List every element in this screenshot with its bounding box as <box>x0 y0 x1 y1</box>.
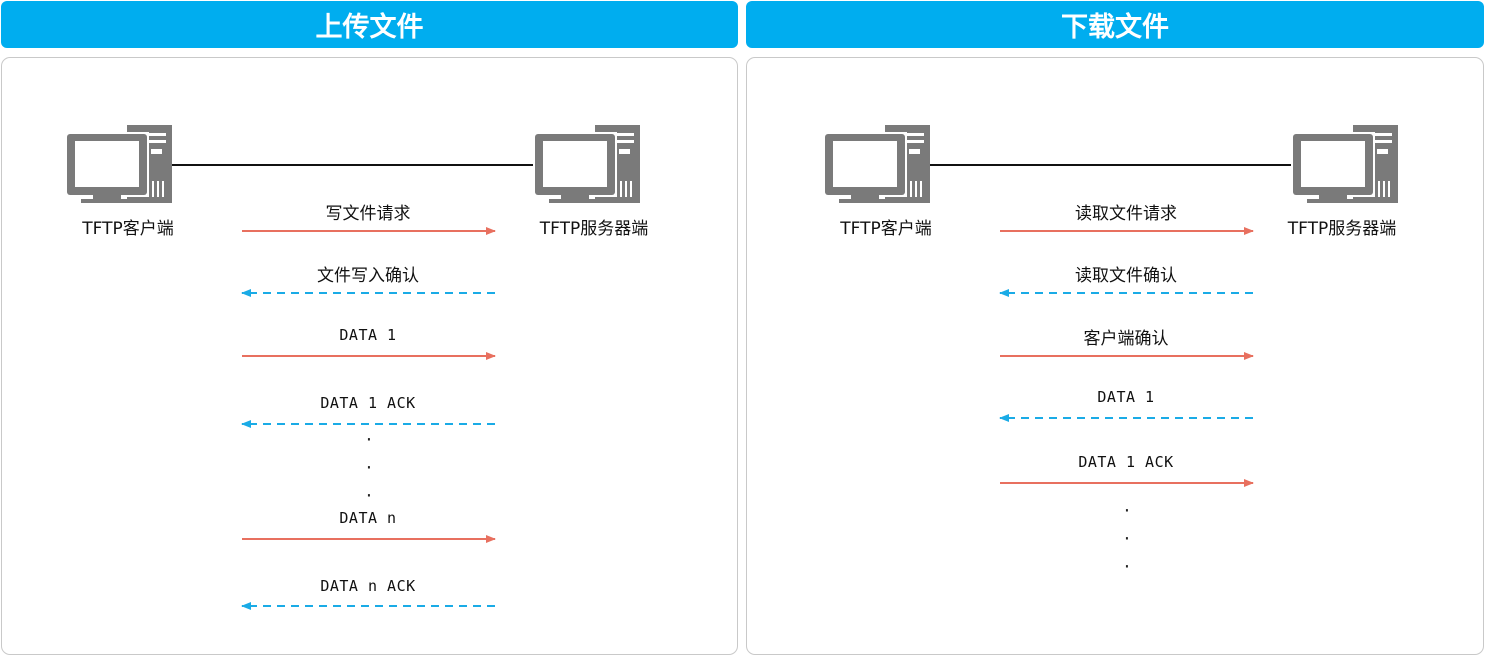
download-ellipsis: · · · <box>1122 501 1132 576</box>
upload-msg-3: DATA 1 <box>339 326 397 344</box>
download-msg-5: DATA 1 ACK <box>1078 453 1174 471</box>
upload-title: 上传文件 <box>315 12 424 43</box>
download-msg-3: 客户端确认 <box>1083 329 1169 349</box>
upload-server-computer-icon <box>533 125 640 203</box>
upload-ellipsis: · · · <box>364 430 374 505</box>
download-msg-1: 读取文件请求 <box>1075 204 1177 224</box>
upload-msg-4: DATA 1 ACK <box>320 394 416 412</box>
download-header: 下载文件 <box>746 1 1484 48</box>
upload-server-label: TFTP服务器端 <box>539 219 649 239</box>
upload-msg-6: DATA n ACK <box>320 577 416 595</box>
download-client-label: TFTP客户端 <box>840 219 932 239</box>
download-client-desktop-computer-icon <box>823 125 930 203</box>
download-msg-4: DATA 1 <box>1097 388 1155 406</box>
download-server-label: TFTP服务器端 <box>1287 219 1397 239</box>
upload-client-desktop-computer-icon <box>65 125 172 203</box>
upload-msg-5: DATA n <box>339 509 397 527</box>
upload-msg-2: 文件写入确认 <box>317 266 419 286</box>
upload-client-label: TFTP客户端 <box>82 219 174 239</box>
download-msg-2: 读取文件确认 <box>1075 266 1177 286</box>
upload-header: 上传文件 <box>1 1 738 48</box>
download-title: 下载文件 <box>1061 12 1169 43</box>
upload-msg-1: 写文件请求 <box>325 204 411 224</box>
download-server-computer-icon <box>1291 125 1398 203</box>
